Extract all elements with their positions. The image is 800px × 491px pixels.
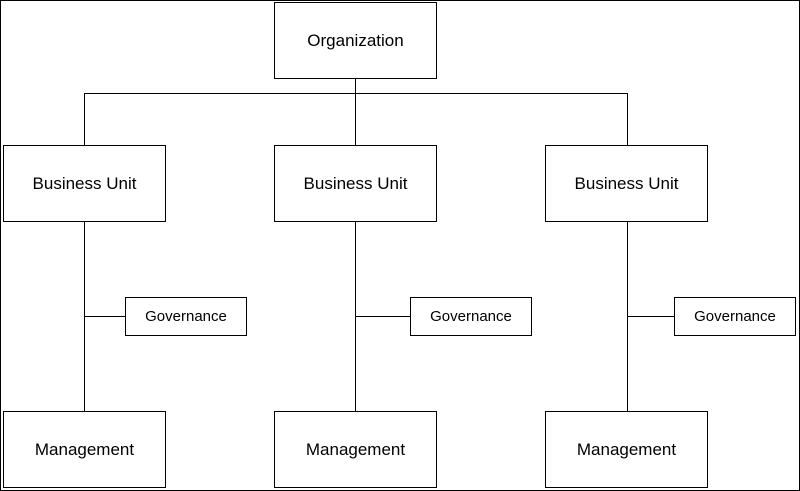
governance-label: Governance bbox=[430, 308, 512, 325]
management-box: Management bbox=[3, 411, 166, 488]
governance-label: Governance bbox=[145, 308, 227, 325]
business-unit-box: Business Unit bbox=[545, 145, 708, 222]
governance-label: Governance bbox=[694, 308, 776, 325]
management-label: Management bbox=[576, 439, 677, 459]
management-box: Management bbox=[274, 411, 437, 488]
management-label: Management bbox=[305, 439, 406, 459]
management-label: Management bbox=[34, 439, 135, 459]
business-unit-box: Business Unit bbox=[274, 145, 437, 222]
business-unit-label: Business Unit bbox=[32, 173, 137, 193]
governance-box: Governance bbox=[410, 297, 532, 336]
business-unit-box: Business Unit bbox=[3, 145, 166, 222]
governance-box: Governance bbox=[125, 297, 247, 336]
business-unit-label: Business Unit bbox=[303, 173, 408, 193]
organization-label: Organization bbox=[307, 30, 404, 50]
management-box: Management bbox=[545, 411, 708, 488]
governance-box: Governance bbox=[674, 297, 796, 336]
business-unit-label: Business Unit bbox=[574, 173, 679, 193]
organization-box: Organization bbox=[274, 2, 437, 79]
